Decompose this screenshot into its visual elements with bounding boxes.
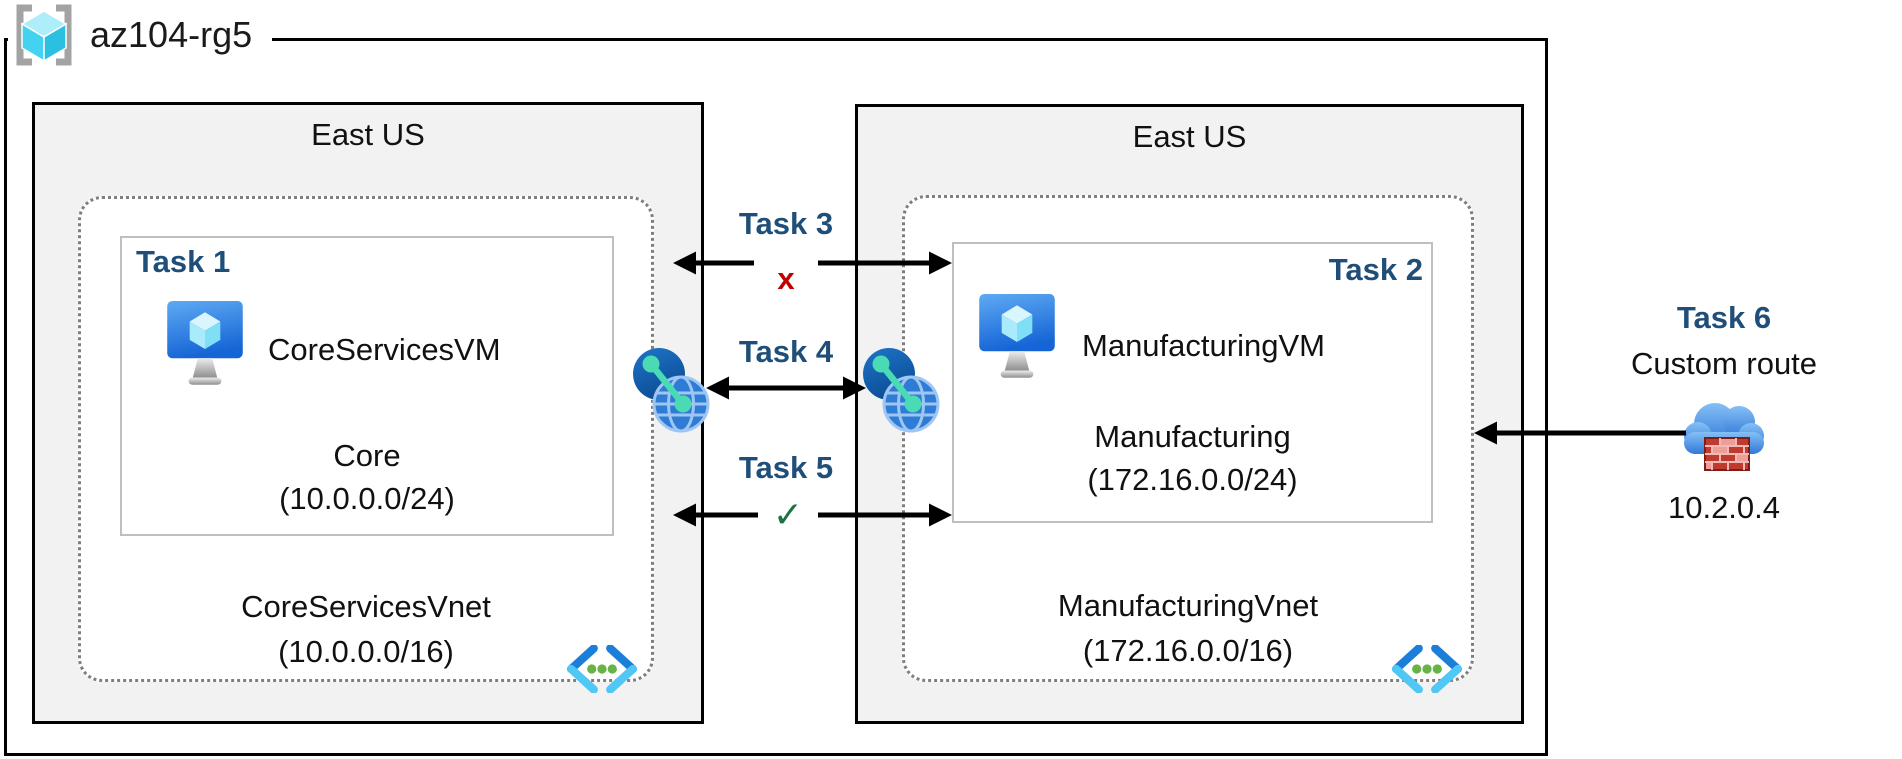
resource-group-label: az104-rg5 [8,0,273,70]
vm-name: CoreServicesVM [268,332,501,367]
subnet-name-block: Core (10.0.0.0/24) [122,434,612,520]
task5-allowed-check: ✓ [758,494,818,538]
subnet-name-block: Manufacturing (172.16.0.0/24) [954,415,1431,501]
manufacturing-vnet-box: Task 2 ManufacturingVM Manufacturing (17… [902,195,1474,693]
region-right-title: East US [1132,119,1247,154]
vm-name: ManufacturingVM [1082,328,1325,363]
vnet-peering-icon [633,348,710,433]
task6-label: Task 6 [1676,300,1772,335]
custom-route-ip: 10.2.0.4 [1667,490,1781,525]
custom-route-title: Custom route [1630,346,1818,381]
task5-label: Task 5 [738,450,834,485]
task1-label: Task 1 [136,244,231,279]
core-subnet-box: Task 1 CoreServicesVM Core (10.0.0.0/24) [120,236,614,536]
resource-group-name: az104-rg5 [90,14,253,55]
vnet-name-block: CoreServicesVnet (10.0.0.0/16) [81,584,651,674]
resource-group-box [4,38,1548,756]
subnet-cidr: (172.16.0.0/24) [1087,462,1298,497]
manufacturing-subnet-box: Task 2 ManufacturingVM Manufacturing (17… [952,242,1433,523]
vnet-peering-icon [863,348,940,433]
virtual-network-icon [1392,645,1462,693]
virtual-machine-icon [167,301,243,385]
virtual-machine-icon [979,294,1055,378]
core-services-vnet-box: Task 1 CoreServicesVM Core (10.0.0.0/24)… [78,196,654,693]
region-right: East US Task 2 ManufacturingVM Manufactu… [855,104,1524,724]
resource-group-icon [16,4,72,66]
task3-label: Task 3 [738,206,834,241]
region-left: East US Task 1 CoreServicesVM Core (10.0… [32,102,704,724]
vnet-name-block: ManufacturingVnet (172.16.0.0/16) [905,583,1471,673]
vnet-cidr: (10.0.0.0/16) [278,634,454,669]
vnet-cidr: (172.16.0.0/16) [1082,633,1294,668]
subnet-cidr: (10.0.0.0/24) [279,481,455,516]
cloud-firewall-icon [1684,403,1764,471]
task3-blocked-x: x [754,259,818,301]
task2-label: Task 2 [1328,252,1423,287]
subnet-name: Core [333,438,401,473]
vnet-name: ManufacturingVnet [1057,588,1319,623]
subnet-name: Manufacturing [1094,419,1291,454]
virtual-network-icon [567,645,637,693]
vnet-name: CoreServicesVnet [241,589,491,624]
region-left-title: East US [311,117,425,152]
task4-label: Task 4 [738,334,834,369]
